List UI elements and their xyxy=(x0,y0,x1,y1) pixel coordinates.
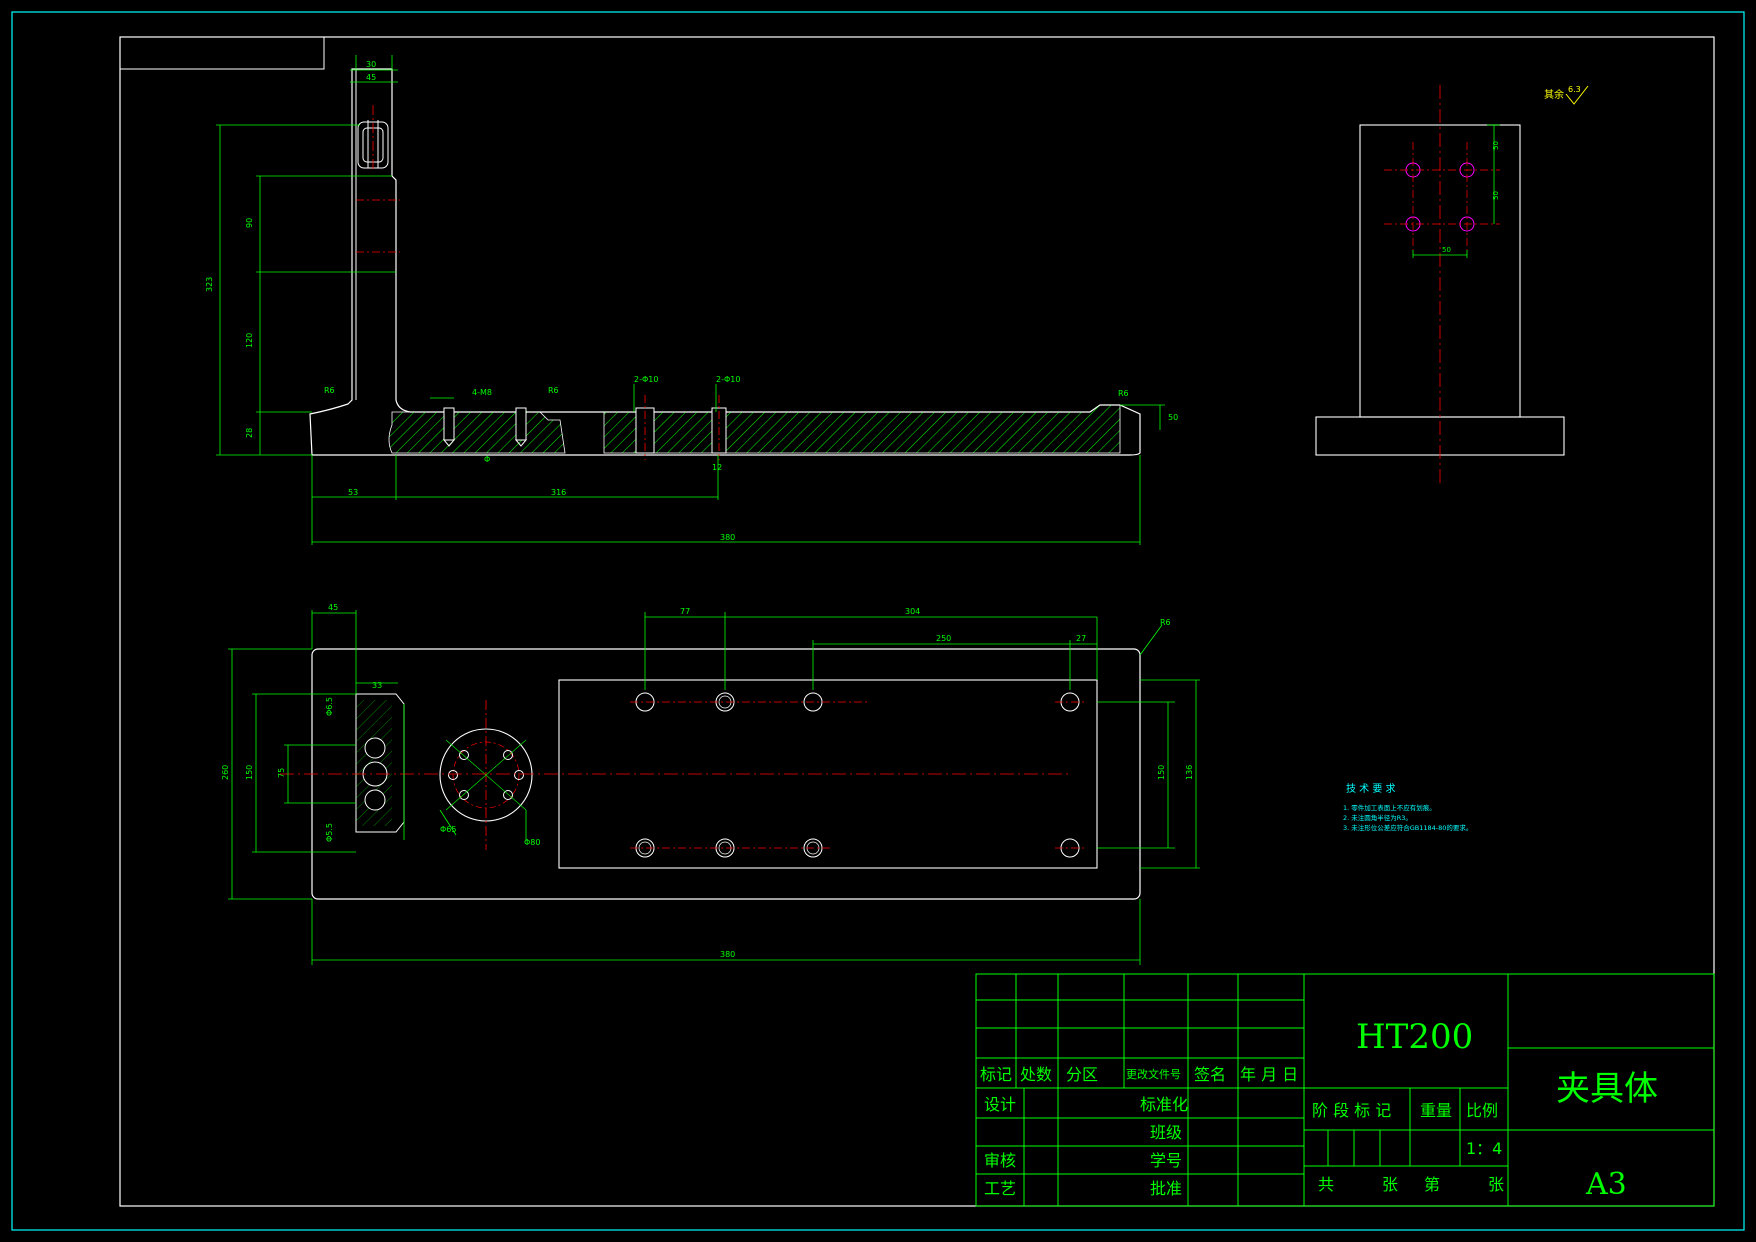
sheets-label-b: 张 xyxy=(1488,1175,1504,1194)
scale-label: 比例 xyxy=(1466,1101,1498,1120)
dim-front-50: 50 xyxy=(1168,413,1178,422)
dim-top-150: 150 xyxy=(245,765,254,780)
tech-requirements: 技 术 要 求 1. 零件加工表面上不应有划痕。 2. 未注圆角半径为R3。 3… xyxy=(1343,782,1472,832)
head-date: 年 月 日 xyxy=(1240,1065,1298,1084)
dim-front-120: 120 xyxy=(245,333,254,348)
row-student-id: 学号 xyxy=(1150,1151,1182,1170)
dim-top-150-right: 150 xyxy=(1157,765,1166,780)
title-block: 标记 处数 分区 更改文件号 签名 年 月 日 设计 审核 工艺 标准化 班级 … xyxy=(975,973,1715,1207)
nth-label: 第 xyxy=(1424,1175,1440,1194)
dim-front-90: 90 xyxy=(245,218,254,228)
dim-front-phi: Φ xyxy=(484,455,490,464)
dim-top-27: 27 xyxy=(1076,634,1086,643)
tech-req-item-1: 1. 零件加工表面上不应有划痕。 xyxy=(1343,803,1436,812)
stage-mark-label: 阶 段 标 记 xyxy=(1312,1101,1391,1120)
sheet-size: A3 xyxy=(1585,1167,1627,1202)
dim-front-2phi10-a: 2-Φ10 xyxy=(634,375,658,384)
roughness-symbol-icon xyxy=(1565,85,1589,105)
head-signature: 签名 xyxy=(1194,1065,1226,1084)
dim-top-phi80: Φ80 xyxy=(524,838,540,847)
dim-front-r6-b: R6 xyxy=(548,386,559,395)
scale-value: 1：4 xyxy=(1466,1139,1502,1158)
sheets-label-a: 张 xyxy=(1382,1175,1398,1194)
side-view: 50 50 50 其余 6.3 xyxy=(1315,85,1589,485)
inner-border xyxy=(119,36,1715,1207)
dim-front-316: 316 xyxy=(551,488,566,497)
row-design: 设计 xyxy=(984,1095,1016,1114)
corner-tab xyxy=(120,37,325,70)
dim-front-53: 53 xyxy=(348,488,358,497)
dim-side-50-a: 50 xyxy=(1492,141,1500,150)
dim-front-28: 28 xyxy=(245,428,254,438)
row-standardize: 标准化 xyxy=(1140,1095,1188,1114)
material-text: HT200 xyxy=(1356,1017,1473,1057)
row-review: 审核 xyxy=(984,1151,1016,1170)
dim-top-75: 75 xyxy=(277,768,286,778)
dim-side-50-b: 50 xyxy=(1492,191,1500,200)
front-view: 30 45 90 323 120 28 R6 4-M8 R6 2-Φ10 2-Φ… xyxy=(205,55,1178,545)
dim-top-304: 304 xyxy=(905,607,920,616)
dim-front-r6-c: R6 xyxy=(1118,389,1129,398)
dim-front-2phi10-b: 2-Φ10 xyxy=(716,375,740,384)
dim-front-323: 323 xyxy=(205,277,214,292)
head-zone: 分区 xyxy=(1066,1065,1098,1084)
row-process: 工艺 xyxy=(984,1179,1016,1198)
tech-req-title: 技 术 要 求 xyxy=(1346,782,1396,795)
dim-top-250: 250 xyxy=(936,634,951,643)
head-mark: 标记 xyxy=(980,1065,1012,1084)
dim-top-260: 260 xyxy=(221,765,230,780)
weight-label: 重量 xyxy=(1420,1101,1452,1120)
top-view: 45 77 304 250 27 R6 33 260 150 75 150 13… xyxy=(221,603,1200,965)
head-change-doc: 更改文件号 xyxy=(1126,1067,1181,1081)
dim-top-33: 33 xyxy=(372,681,382,690)
dim-front-30: 30 xyxy=(366,60,376,69)
part-name: 夹具体 xyxy=(1556,1069,1658,1109)
dim-top-380: 380 xyxy=(720,950,735,959)
dim-top-phi6-5: Φ6.5 xyxy=(325,697,334,716)
dim-side-50-c: 50 xyxy=(1442,246,1451,254)
dim-top-phi5-5: Φ5.5 xyxy=(325,823,334,842)
dim-front-12: 12 xyxy=(712,463,722,472)
dim-top-136: 136 xyxy=(1185,765,1194,780)
dim-top-77: 77 xyxy=(680,607,690,616)
dim-front-r6-a: R6 xyxy=(324,386,335,395)
row-class: 班级 xyxy=(1150,1123,1182,1142)
dim-front-380: 380 xyxy=(720,533,735,542)
dim-front-4m8: 4-M8 xyxy=(472,388,492,397)
dim-top-45: 45 xyxy=(328,603,338,612)
row-approve: 批准 xyxy=(1150,1179,1182,1198)
head-count: 处数 xyxy=(1020,1065,1052,1084)
tech-req-item-3: 3. 未注形位公差应符合GB1184-80的要求。 xyxy=(1343,823,1472,832)
outer-border xyxy=(11,11,1745,1231)
tech-req-item-2: 2. 未注圆角半径为R3。 xyxy=(1343,813,1412,822)
dim-front-45: 45 xyxy=(366,73,376,82)
surface-roughness-value: 6.3 xyxy=(1568,85,1581,94)
total-label: 共 xyxy=(1318,1175,1334,1194)
dim-top-r6: R6 xyxy=(1160,618,1171,627)
dim-top-phi65: Φ65 xyxy=(440,825,456,834)
surface-roughness-note: 其余 xyxy=(1544,88,1564,101)
